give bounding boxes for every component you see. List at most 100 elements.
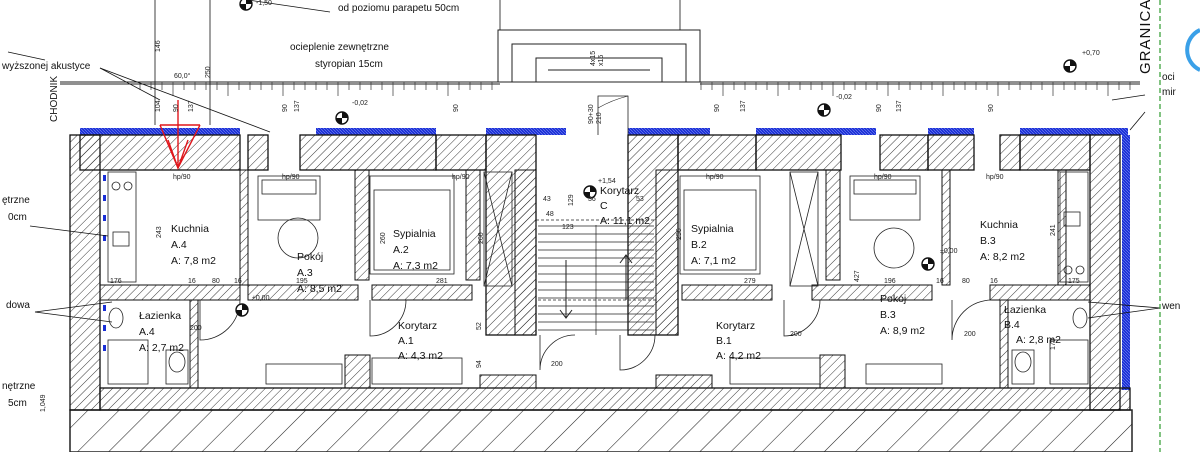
left-note-4: nętrzne bbox=[2, 381, 36, 392]
dim-200c: 200 bbox=[964, 331, 976, 338]
dim-x15: x15 bbox=[598, 54, 605, 66]
room-area: A: 2,8 m2 bbox=[1016, 334, 1061, 346]
room-code: A.3 bbox=[297, 267, 313, 279]
window-marker bbox=[159, 100, 201, 171]
dim-90d: 90 bbox=[714, 104, 721, 112]
sidewalk-label: CHODNIK bbox=[49, 75, 60, 122]
room-name: Sypialnia bbox=[691, 223, 734, 235]
dim-43: 43 bbox=[543, 196, 551, 203]
dim-hp-4: hp/90 bbox=[706, 174, 724, 181]
dim-90e: 90 bbox=[876, 104, 883, 112]
room-name: Łazienka bbox=[1004, 304, 1047, 316]
interior-walls bbox=[99, 169, 1091, 389]
room-code: A.4 bbox=[139, 326, 155, 338]
room-name: Kuchnia bbox=[171, 223, 209, 235]
dim-250: 250 bbox=[205, 66, 212, 78]
right-note-1: oci bbox=[1162, 72, 1175, 83]
dim-90f: 90 bbox=[988, 104, 995, 112]
acoustic-note: wyższonej akustyce bbox=[2, 61, 91, 72]
level-right: -0,02 bbox=[836, 94, 852, 101]
dim-129: 129 bbox=[568, 194, 575, 206]
dim-260b: 260 bbox=[478, 232, 485, 244]
dim-53: 53 bbox=[636, 196, 644, 203]
dim-hp-5: hp/90 bbox=[874, 174, 892, 181]
room-area: A: 4,2 m2 bbox=[716, 350, 761, 362]
right-note-3: wen bbox=[1162, 301, 1181, 312]
room-name: Sypialnia bbox=[393, 228, 436, 240]
level-left: -0,02 bbox=[352, 100, 368, 107]
left-note-1: ętrzne bbox=[2, 195, 30, 206]
dim-200d: 200 bbox=[551, 361, 563, 368]
leader-lines bbox=[7, 0, 1161, 323]
right-note-2: mir bbox=[1162, 87, 1176, 98]
room-code: B.1 bbox=[716, 335, 732, 347]
insulation-note-1: ocieplenie zewnętrzne bbox=[290, 42, 389, 53]
dim-241: 241 bbox=[1050, 224, 1057, 236]
left-note-5: 5cm bbox=[8, 398, 27, 409]
dim-170: 170 bbox=[1050, 338, 1057, 350]
room-code: A.2 bbox=[393, 244, 409, 256]
dim-200a: 200 bbox=[190, 325, 202, 332]
parapet-note: od poziomu parapetu 50cm bbox=[338, 3, 460, 14]
left-note-2: 0cm bbox=[8, 212, 27, 223]
room-name: Łazienka bbox=[139, 310, 182, 322]
dim-137c: 137 bbox=[740, 100, 747, 112]
dim-80b: 80 bbox=[962, 278, 970, 285]
room-area: A: 8,5 m2 bbox=[297, 283, 342, 295]
dim-146: 146 bbox=[155, 40, 162, 52]
room-name: Kuchnia bbox=[980, 219, 1018, 231]
dim-4x15: 4x15 bbox=[590, 50, 597, 66]
dim-16b: 16 bbox=[234, 278, 242, 285]
dim-16d: 16 bbox=[990, 278, 998, 285]
dim-175: 175 bbox=[1068, 278, 1080, 285]
room-area: A: 8,9 m2 bbox=[880, 325, 925, 337]
room-name: Korytarz bbox=[716, 320, 756, 332]
room-name: Korytarz bbox=[398, 320, 438, 332]
dim-137d: 137 bbox=[896, 100, 903, 112]
level-top-right: +0,70 bbox=[1082, 50, 1100, 57]
blue-arc bbox=[1185, 28, 1200, 72]
level-stair: +1,54 bbox=[598, 178, 616, 185]
room-area: A: 11,1 m2 bbox=[600, 215, 650, 227]
room-name: Pokój bbox=[880, 293, 907, 305]
dim-196: 196 bbox=[884, 278, 896, 285]
dim-427: 427 bbox=[854, 270, 861, 282]
dim-hp-2: hp/90 bbox=[282, 174, 300, 181]
level-top-small: -1,50 bbox=[256, 0, 272, 7]
room-area: A: 7,8 m2 bbox=[171, 255, 216, 267]
room-area: A: 8,2 m2 bbox=[980, 251, 1025, 263]
dim-16a: 16 bbox=[188, 278, 196, 285]
room-code: B.3 bbox=[880, 309, 896, 321]
dim-104: 104 bbox=[155, 100, 162, 112]
dim-137b: 137 bbox=[294, 100, 301, 112]
dim-176: 176 bbox=[110, 278, 122, 285]
top-dimension-line bbox=[60, 81, 1140, 85]
room-area: A: 7,3 m2 bbox=[393, 260, 438, 272]
dim-48: 48 bbox=[546, 211, 554, 218]
left-note-3: dowa bbox=[6, 300, 30, 311]
dim-243: 243 bbox=[156, 226, 163, 238]
room-code: A.4 bbox=[171, 239, 187, 251]
dim-279: 279 bbox=[744, 278, 756, 285]
window-strips bbox=[80, 128, 1130, 390]
dim-36: 36 bbox=[588, 196, 596, 203]
dim-90b: 90 bbox=[282, 104, 289, 112]
boundary-label: GRANICA bbox=[1137, 0, 1154, 74]
room-code: B.4 bbox=[1004, 319, 1020, 331]
level-zero-right: ±0,00 bbox=[940, 248, 958, 255]
dim-9030: 90+30 bbox=[588, 104, 595, 124]
dim-123: 123 bbox=[562, 224, 574, 231]
level-markers bbox=[235, 0, 1077, 317]
dim-195: 195 bbox=[296, 278, 308, 285]
staircase bbox=[535, 219, 657, 335]
room-code: A.1 bbox=[398, 335, 414, 347]
dim-94: 94 bbox=[476, 360, 483, 368]
dim-256: 256 bbox=[676, 228, 683, 240]
furniture bbox=[107, 171, 1089, 385]
dim-90a: 90 bbox=[173, 104, 180, 112]
room-code: B.3 bbox=[980, 235, 996, 247]
dim-hp-3: hp/90 bbox=[452, 174, 470, 181]
room-name: Korytarz bbox=[600, 185, 640, 197]
room-name: Pokój bbox=[297, 251, 324, 263]
